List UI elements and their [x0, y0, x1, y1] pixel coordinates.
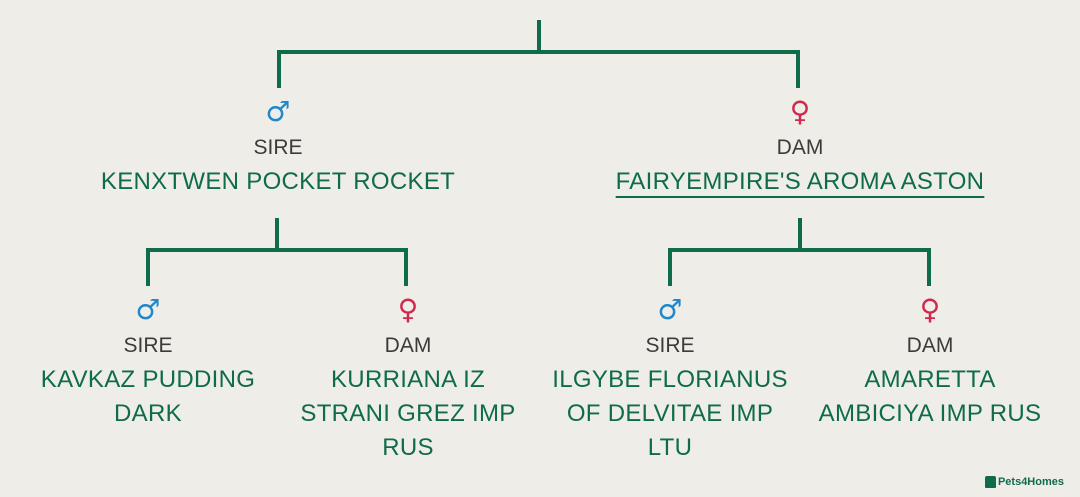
- node-name: KENXTWEN POCKET ROCKET: [100, 168, 456, 195]
- node-sire-sire: ♂ SIRE KAVKAZ PUDDING DARK: [23, 296, 273, 431]
- male-icon: ♂: [657, 293, 683, 326]
- node-role-label: SIRE: [253, 136, 303, 159]
- node-name: ILGYBE FLORIANUS OF DELVITAE IMP LTU: [552, 366, 788, 461]
- node-dam-sire: ♂ SIRE ILGYBE FLORIANUS OF DELVITAE IMP …: [550, 296, 790, 465]
- pets4homes-logo: Pets4Homes: [984, 476, 1064, 488]
- node-name-link[interactable]: FAIRYEMPIRE'S AROMA ASTON: [615, 168, 985, 195]
- node-sire-dam: ♀ DAM KURRIANA IZ STRANI GREZ IMP RUS: [293, 296, 523, 465]
- female-icon: ♀: [919, 293, 941, 326]
- node-role-label: SIRE: [645, 334, 695, 357]
- node-role-label: DAM: [906, 334, 954, 357]
- node-name: KAVKAZ PUDDING DARK: [40, 366, 256, 427]
- node-dam-dam: ♀ DAM AMARETTA AMBICIYA IMP RUS: [810, 296, 1050, 431]
- node-sire: ♂ SIRE KENXTWEN POCKET ROCKET: [68, 98, 488, 199]
- female-icon: ♀: [397, 293, 419, 326]
- node-dam: ♀ DAM FAIRYEMPIRE'S AROMA ASTON: [590, 98, 1010, 199]
- node-role-label: DAM: [384, 334, 432, 357]
- paw-home-icon: [984, 476, 996, 488]
- logo-text: Pets4Homes: [997, 476, 1064, 488]
- female-icon: ♀: [789, 95, 811, 128]
- node-role-label: SIRE: [123, 334, 173, 357]
- node-role-label: DAM: [776, 136, 824, 159]
- node-name: AMARETTA AMBICIYA IMP RUS: [818, 366, 1042, 427]
- male-icon: ♂: [265, 95, 291, 128]
- male-icon: ♂: [135, 293, 161, 326]
- node-name: KURRIANA IZ STRANI GREZ IMP RUS: [300, 366, 516, 461]
